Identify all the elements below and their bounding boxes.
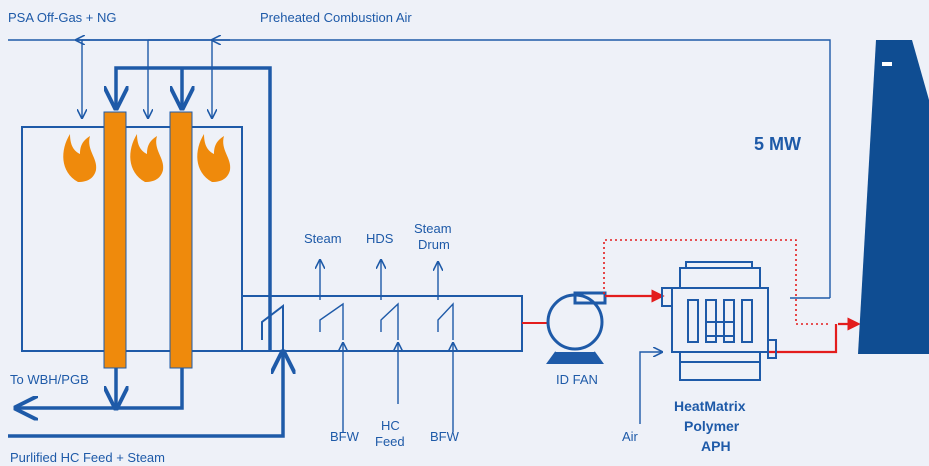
steam-drum-coil — [438, 262, 453, 432]
aph-outlet-line — [768, 324, 838, 354]
label-hc-feed-2: Feed — [375, 434, 405, 449]
label-psa-offgas: PSA Off-Gas + NG — [8, 10, 117, 25]
flame-icon — [63, 134, 97, 182]
label-purified-feed: Purlified HC Feed + Steam — [10, 450, 165, 465]
fan-icon[interactable] — [546, 291, 607, 364]
air-inlet-line — [639, 352, 662, 424]
label-bfw-2: BFW — [430, 429, 460, 444]
label-bfw-1: BFW — [330, 429, 360, 444]
label-hds: HDS — [366, 231, 394, 246]
label-aph-name: HeatMatrix — [674, 398, 746, 414]
label-preheated-air: Preheated Combustion Air — [260, 10, 412, 25]
stack-icon — [858, 40, 929, 354]
label-id-fan: ID FAN — [556, 372, 598, 387]
process-coil — [261, 303, 284, 350]
flame-icon — [197, 134, 231, 182]
label-aph-type: APH — [701, 438, 731, 454]
reformer-tube-2 — [169, 111, 193, 369]
steam-coil — [320, 260, 343, 432]
preheated-air-line — [76, 40, 831, 299]
label-aph-polymer: Polymer — [684, 418, 740, 434]
label-power: 5 MW — [754, 134, 801, 154]
label-steam-drum-2: Drum — [418, 237, 450, 252]
label-steam-drum-1: Steam — [414, 221, 452, 236]
label-steam: Steam — [304, 231, 342, 246]
outlet-line — [16, 368, 184, 408]
label-air: Air — [622, 429, 639, 444]
furnace-radiant-box — [21, 126, 243, 352]
purified-feed-line — [8, 352, 283, 438]
air-preheater-icon[interactable] — [661, 261, 777, 381]
label-to-wbh: To WBH/PGB — [10, 372, 89, 387]
process-feed-line — [116, 66, 272, 350]
reformer-tube-1 — [103, 111, 127, 369]
hds-coil — [381, 260, 398, 404]
bypass-line — [603, 239, 830, 325]
label-hc-feed-1: HC — [381, 418, 400, 433]
flame-icon — [130, 134, 164, 182]
